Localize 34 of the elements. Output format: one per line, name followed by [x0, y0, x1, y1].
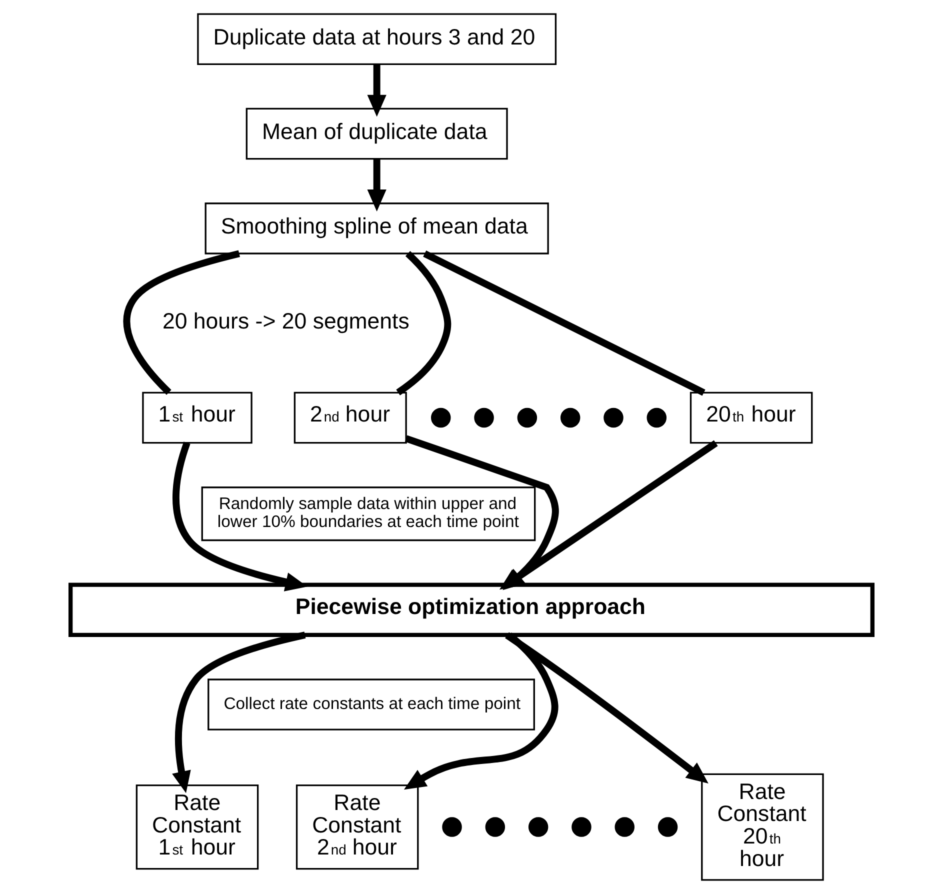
arrow [404, 632, 558, 790]
node-circle [646, 408, 667, 428]
node-box: Rate Constant 2nd hour [296, 784, 419, 870]
node-circle [431, 408, 451, 428]
connector [123, 250, 240, 395]
arrow [367, 159, 386, 212]
node-box: Randomly sample data within upper and lower 10% boundaries at each time point [201, 486, 536, 542]
node-box: Piecewise optimization approach [68, 582, 875, 638]
arrow [172, 442, 308, 592]
node-box: Duplicate data at hours 3 and 20 [197, 13, 557, 65]
node-box: 20th hour [690, 392, 813, 444]
node-circle [485, 817, 506, 837]
node-circle [614, 817, 635, 837]
label: 20 hours -> 20 segments [162, 308, 410, 334]
node-box: Rate Constant 1st hour [136, 784, 259, 870]
arrow [505, 632, 708, 784]
node-box: Smoothing spline of mean data [204, 202, 549, 254]
node-circle [658, 817, 678, 837]
node-box: 2nd hour [294, 392, 407, 444]
node-circle [604, 408, 624, 428]
node-circle [560, 408, 580, 428]
node-box: 1st hour [142, 392, 252, 444]
node-circle [517, 408, 538, 428]
connector [396, 251, 452, 396]
node-circle [528, 817, 548, 837]
node-circle [572, 817, 592, 837]
node-box: Mean of duplicate data [246, 108, 508, 160]
node-circle [442, 817, 462, 837]
node-box: Collect rate constants at each time point [208, 678, 535, 730]
connector [423, 250, 706, 396]
node-circle [474, 408, 494, 428]
node-box: Rate Constant 20th hour [701, 773, 824, 881]
arrow [172, 632, 306, 794]
arrow [367, 64, 386, 117]
